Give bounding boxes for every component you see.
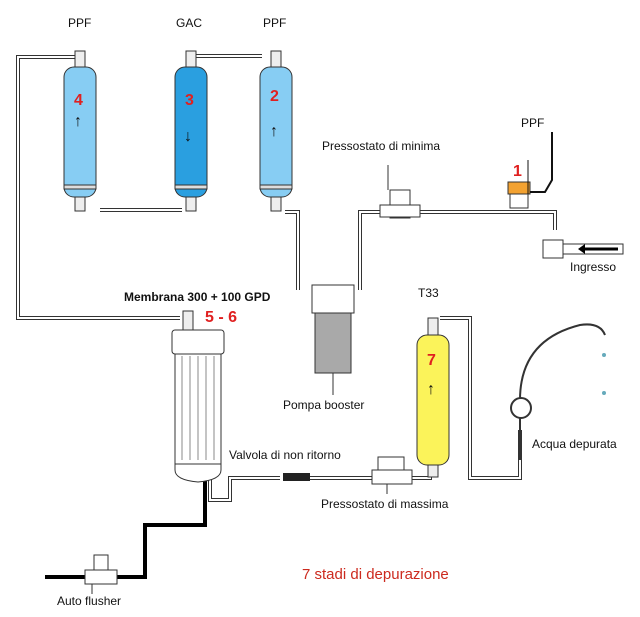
membrane-housing bbox=[171, 310, 225, 483]
flow-up-arrow-icon: ↑ bbox=[270, 123, 278, 140]
filter-stage-1 bbox=[507, 132, 553, 209]
pompa-label: Pompa booster bbox=[283, 398, 365, 412]
filter-stage-3 bbox=[174, 50, 208, 212]
stage-5-6-label: Membrana 300 + 100 GPD bbox=[124, 290, 271, 304]
pressostato-massima-label: Pressostato di massima bbox=[321, 497, 449, 511]
stage-2-number: 2 bbox=[270, 88, 279, 105]
stage-1-number: 1 bbox=[513, 163, 522, 180]
filter-stage-2 bbox=[259, 50, 293, 212]
auto-flusher-valve bbox=[84, 554, 118, 594]
pipe-membrane-to-valve bbox=[208, 476, 280, 502]
flow-up-arrow-icon: ↑ bbox=[427, 381, 435, 398]
stage-3-label: GAC bbox=[176, 16, 203, 30]
diagram-title: 7 stadi di depurazione bbox=[302, 566, 449, 583]
stage-4-number: 4 bbox=[74, 92, 83, 109]
pipe-stage4-to-membrane bbox=[16, 55, 180, 320]
filter-stage-7 bbox=[416, 317, 450, 478]
flow-down-arrow-icon: ↓ bbox=[184, 128, 192, 145]
booster-pump bbox=[311, 284, 355, 395]
stage-5-6-number: 5 - 6 bbox=[205, 309, 238, 326]
stage-3-number: 3 bbox=[185, 92, 194, 109]
drain-line bbox=[45, 480, 207, 579]
flow-up-arrow-icon: ↑ bbox=[74, 113, 82, 130]
inlet-valve bbox=[542, 239, 624, 259]
filter-stage-4 bbox=[63, 50, 97, 212]
flusher-label: Auto flusher bbox=[57, 594, 122, 608]
stage-2-label: PPF bbox=[263, 16, 287, 30]
stage-7-label: T33 bbox=[418, 286, 439, 300]
pipe-pump-to-pressostato bbox=[358, 210, 385, 290]
pressostato-minima-label: Pressostato di minima bbox=[322, 139, 441, 153]
pipe-inlet-line bbox=[420, 210, 557, 230]
valvola-label: Valvola di non ritorno bbox=[229, 448, 341, 462]
faucet bbox=[510, 323, 606, 460]
ingresso-label: Ingresso bbox=[570, 260, 617, 274]
pipe-stage2-to-pump bbox=[285, 210, 300, 290]
pipe-to-t33 bbox=[410, 470, 432, 480]
stage-1-label: PPF bbox=[521, 116, 545, 130]
check-valve bbox=[283, 473, 310, 481]
pressostato-minima-valve bbox=[379, 165, 421, 219]
acqua-label: Acqua depurata bbox=[532, 437, 617, 451]
pipe-t33-to-faucet bbox=[440, 316, 522, 480]
stage-4-label: PPF bbox=[68, 16, 92, 30]
stage-7-number: 7 bbox=[427, 352, 436, 369]
pressostato-massima-valve bbox=[371, 456, 413, 494]
